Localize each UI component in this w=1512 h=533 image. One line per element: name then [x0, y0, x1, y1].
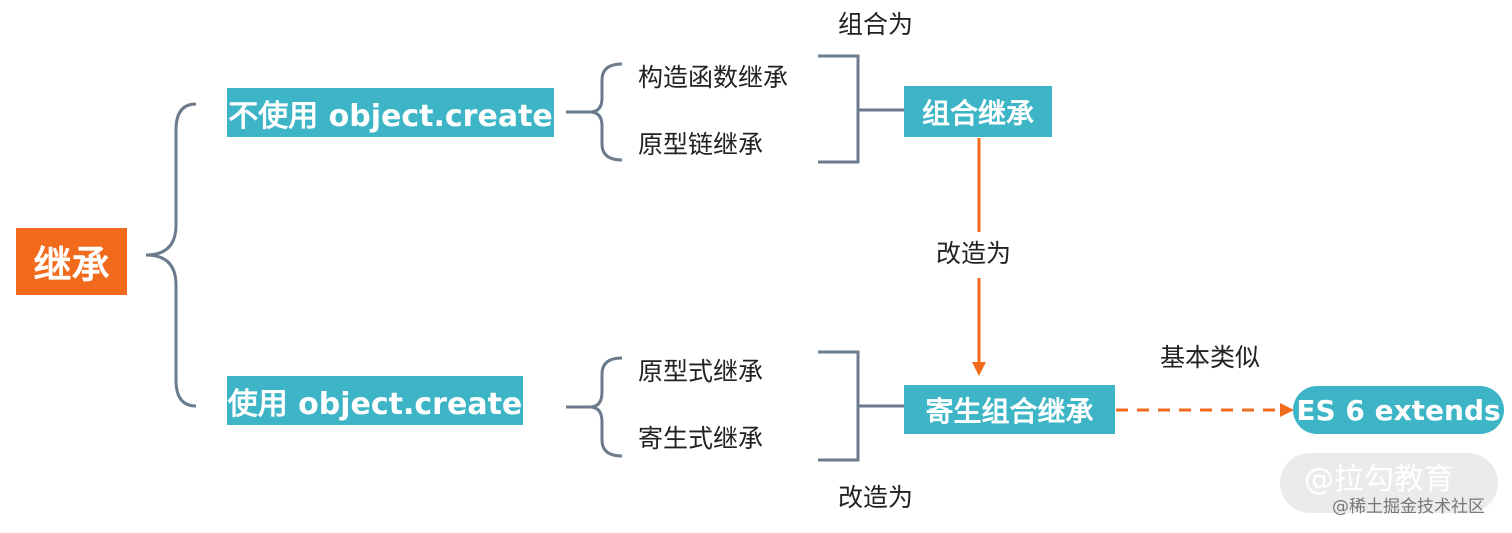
watermark-main: @拉勾教育	[1304, 462, 1454, 497]
result-combination-label: 组合继承	[921, 96, 1034, 130]
root-label: 继承	[33, 243, 110, 287]
bottom-left-brace	[589, 356, 623, 458]
edge-label-transform-middle: 改造为	[936, 239, 1012, 268]
item-prototype-chain-inheritance: 原型链继承	[638, 130, 764, 159]
edge-label-similar: 基本类似	[1160, 343, 1261, 372]
result-parasitic-combination: 寄生组合继承	[904, 385, 1115, 434]
item-constructor-inheritance: 构造函数继承	[638, 63, 789, 92]
edge-label-transform-bottom: 改造为	[838, 483, 914, 512]
branch-with-create-label: 使用 object.create	[227, 386, 523, 422]
item-prototypal-inheritance: 原型式继承	[638, 357, 764, 386]
result-combination: 组合继承	[904, 86, 1052, 137]
branch-without-create-label: 不使用 object.create	[228, 98, 553, 134]
root-bracket	[145, 102, 197, 408]
result-es6-extends: ES 6 extends	[1293, 386, 1504, 434]
top-right-bracket	[818, 54, 904, 164]
result-es6-extends-label: ES 6 extends	[1296, 393, 1501, 427]
transform-arrow-head	[972, 362, 986, 376]
root-node: 继承	[16, 228, 127, 295]
watermark-background	[1280, 453, 1498, 513]
bottom-right-bracket	[818, 350, 904, 462]
result-parasitic-combination-label: 寄生组合继承	[925, 394, 1094, 428]
watermark-sub: @稀土掘金技术社区	[1332, 497, 1485, 517]
branch-with-create: 使用 object.create	[227, 376, 523, 425]
edge-label-combine: 组合为	[838, 10, 914, 39]
top-left-brace	[589, 62, 623, 162]
similar-arrow-head	[1280, 403, 1294, 417]
branch-without-create: 不使用 object.create	[227, 88, 554, 137]
item-parasitic-inheritance: 寄生式继承	[638, 424, 764, 453]
